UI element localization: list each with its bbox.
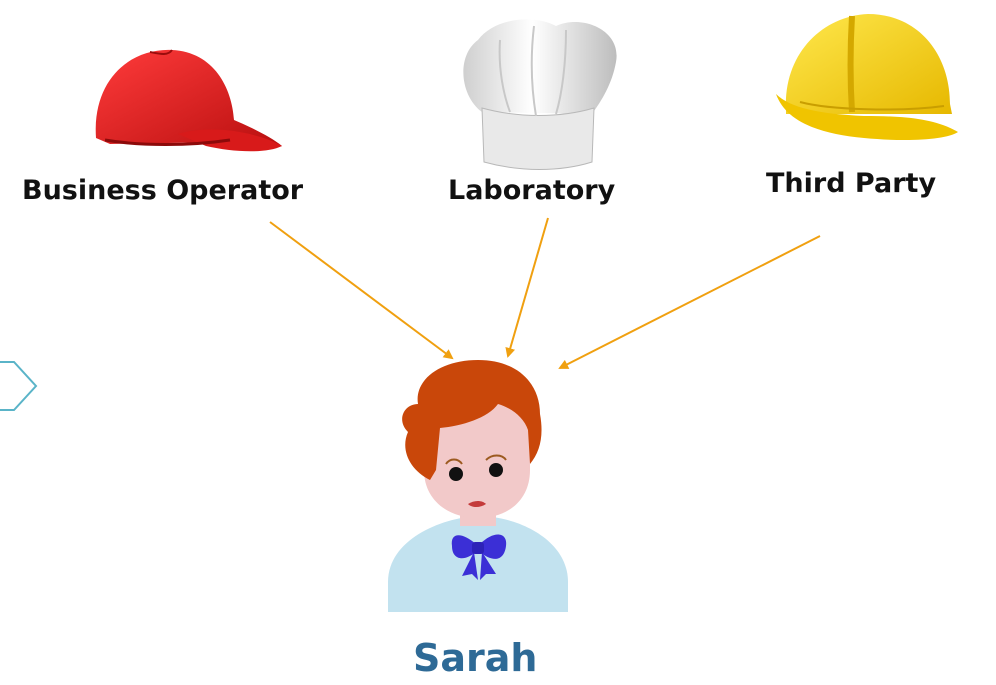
woman-avatar-icon [388,360,568,612]
role-label-third-party: Third Party [766,168,937,199]
arrow-laboratory [505,217,549,358]
arrow-third-party [558,235,821,369]
person-name: Sarah [413,636,538,680]
chevron-right-icon [0,361,38,411]
role-label-business-operator: Business Operator [22,175,304,206]
hard-hat-icon [776,14,958,140]
arrow-business-operator [269,221,454,360]
chef-hat-icon [463,19,617,170]
red-cap-icon [95,49,282,152]
role-label-laboratory: Laboratory [448,175,616,206]
